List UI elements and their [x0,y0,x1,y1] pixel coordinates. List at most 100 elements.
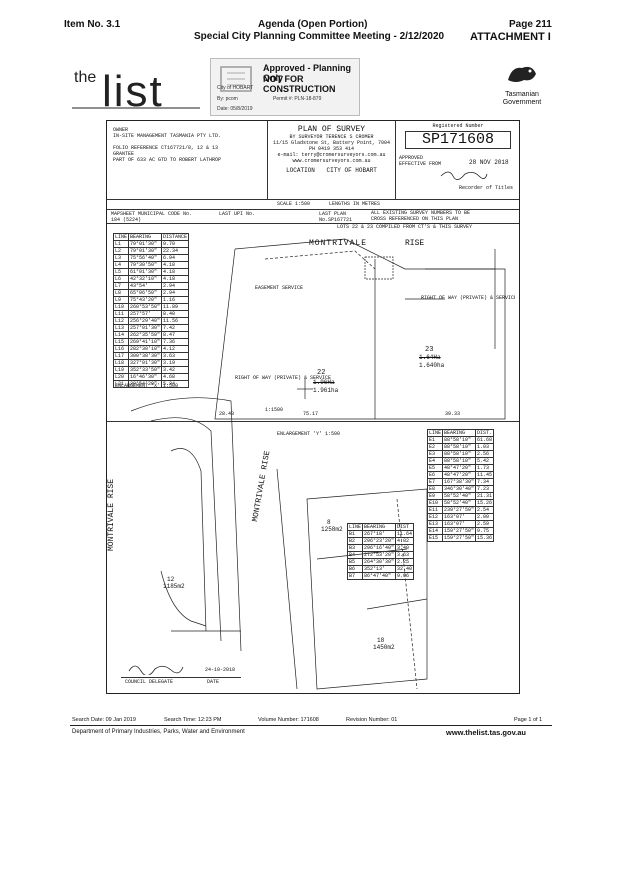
surveyor-web: www.cromersurveyors.com.au [292,158,371,164]
table-cell: 3.42 [161,366,190,374]
registration-block: Registered Number SP171608 APPROVED EFFE… [399,123,517,191]
dim-label: 75.17 [303,411,318,417]
meeting-title: Special City Planning Committee Meeting … [194,31,445,42]
table-cell: E7 [426,478,444,486]
table-cell: 5.42 [475,457,495,465]
surveyor-phone: PH 0419 353 414 [308,146,354,152]
lot-23-new-area: 1.640ha [419,362,445,369]
stamp-line2: NOT FOR CONSTRUCTION [263,74,336,94]
table-cell: 7.23 [475,485,495,493]
website-link[interactable]: www.thelist.tas.gov.au [446,728,527,737]
table-cell: 7.34 [475,478,495,486]
lot-8-area: 1258m2 [321,526,343,533]
table-cell: 16°46'30" [128,373,163,381]
table-cell: 61°01'30" [128,268,163,276]
table-cell: L2 [112,247,130,255]
table-cell: 79°01'30" [128,247,163,255]
table-cell: E13 [426,520,444,528]
dim-label: 28.43 [219,411,234,417]
table-cell: 282°30'10" [128,345,163,353]
stamp-date: Date: 05/8/2019 [217,106,253,112]
owner-value: IN-SITE MANAGEMENT TASMANIA PTY LTD. [113,133,222,139]
table-cell: L16 [112,345,130,353]
header-cell: BEARING [362,523,397,531]
table-cell: 4.82 [395,537,415,545]
table-cell: 2.56 [475,450,495,458]
table-cell: 6.94 [161,254,190,262]
folio-value: CT167721/8, 12 & 13 [161,145,219,151]
table-cell: 2.54 [475,506,495,514]
table-cell: 260°53'50" [128,303,163,311]
montrivale-x-text: MONTRIVALE [107,502,116,551]
table-cell: B3 [346,544,364,552]
table-cell: 296°16'40" [362,544,397,552]
table-cell: 1.73 [475,464,495,472]
thelist-logo-graphic: the list [72,67,200,116]
table-cell: L19 [112,366,130,374]
grantee-value: PART OF 633 AC GTD TO ROBERT LATHROP [113,157,222,163]
table-cell: B6 [346,565,364,573]
table-cell: L11 [112,310,130,318]
table-cell: 61.68 [475,436,495,444]
table-cell: 239°27'50" [442,506,477,514]
table-cell: 3.19 [161,359,190,367]
footer-page: Page 1 of 1 [514,717,543,723]
plan-of-survey-sheet: OWNER IN-SITE MANAGEMENT TASMANIA PTY LT… [106,120,520,694]
registered-label: Registered Number [432,123,484,129]
table-cell: E4 [426,457,444,465]
table-cell: E5 [426,464,444,472]
recorder-label: Recorder of Titles [458,185,513,191]
table-cell: 48°47'20" [442,471,477,479]
page-number: Page 211 [509,19,552,30]
effective-label: EFFECTIVE FROM [399,161,442,167]
table-cell: 22.34 [161,247,190,255]
planning-approval-stamp: Approved - Planning Only NOT FOR CONSTRU… [210,58,360,116]
table-cell: 159°27'50" [442,527,477,535]
table-cell: 8.40 [161,310,190,318]
table-cell: 346°30'40" [442,485,477,493]
stamp-by: By: pcom [217,96,238,102]
table-cell: 4.18 [161,275,190,283]
surveyor: BY SURVEYOR TERENCE S CROMER [289,134,374,140]
revision-number: Revision Number: 01 [346,717,398,723]
table-cell: 65°06'50" [128,289,163,297]
table-cell: 11.56 [161,317,190,325]
table-cell: L7 [112,282,130,290]
cross-ref-note1: ALL EXISTING SURVEY NUMBERS TO BE [371,210,471,216]
search-date: Search Date: 09 Jan 2019 [72,717,136,723]
surveyor-address: 11/15 Gladstone St, Battery Point, 7004 [272,140,391,146]
mapsheet-code: MAPSHEET MUNICIPAL CODE No. 184 (5224) [111,211,193,223]
table-cell: 262°35'50" [128,331,163,339]
hobart-crest-icon [220,66,252,92]
table-cell: 9.75 [475,527,495,535]
header-cell: DIST [395,523,415,531]
thelist-logo: the list [72,62,202,116]
location-label: LOCATION [286,167,315,174]
tasmanian-devil-icon [508,66,536,82]
table-cell: E12 [426,513,444,521]
lengths-label: LENGTHS IN METRES [329,201,381,207]
table-cell: 327°01'30" [128,359,163,367]
row-easement-label: RIGHT OF WAY (PRIVATE) & SERVICE [421,295,515,301]
table-cell: E11 [426,506,444,514]
table-cell: B2 [346,537,364,545]
table-cell: 4.68 [161,373,190,381]
lot-12-number: 12 [167,576,175,583]
